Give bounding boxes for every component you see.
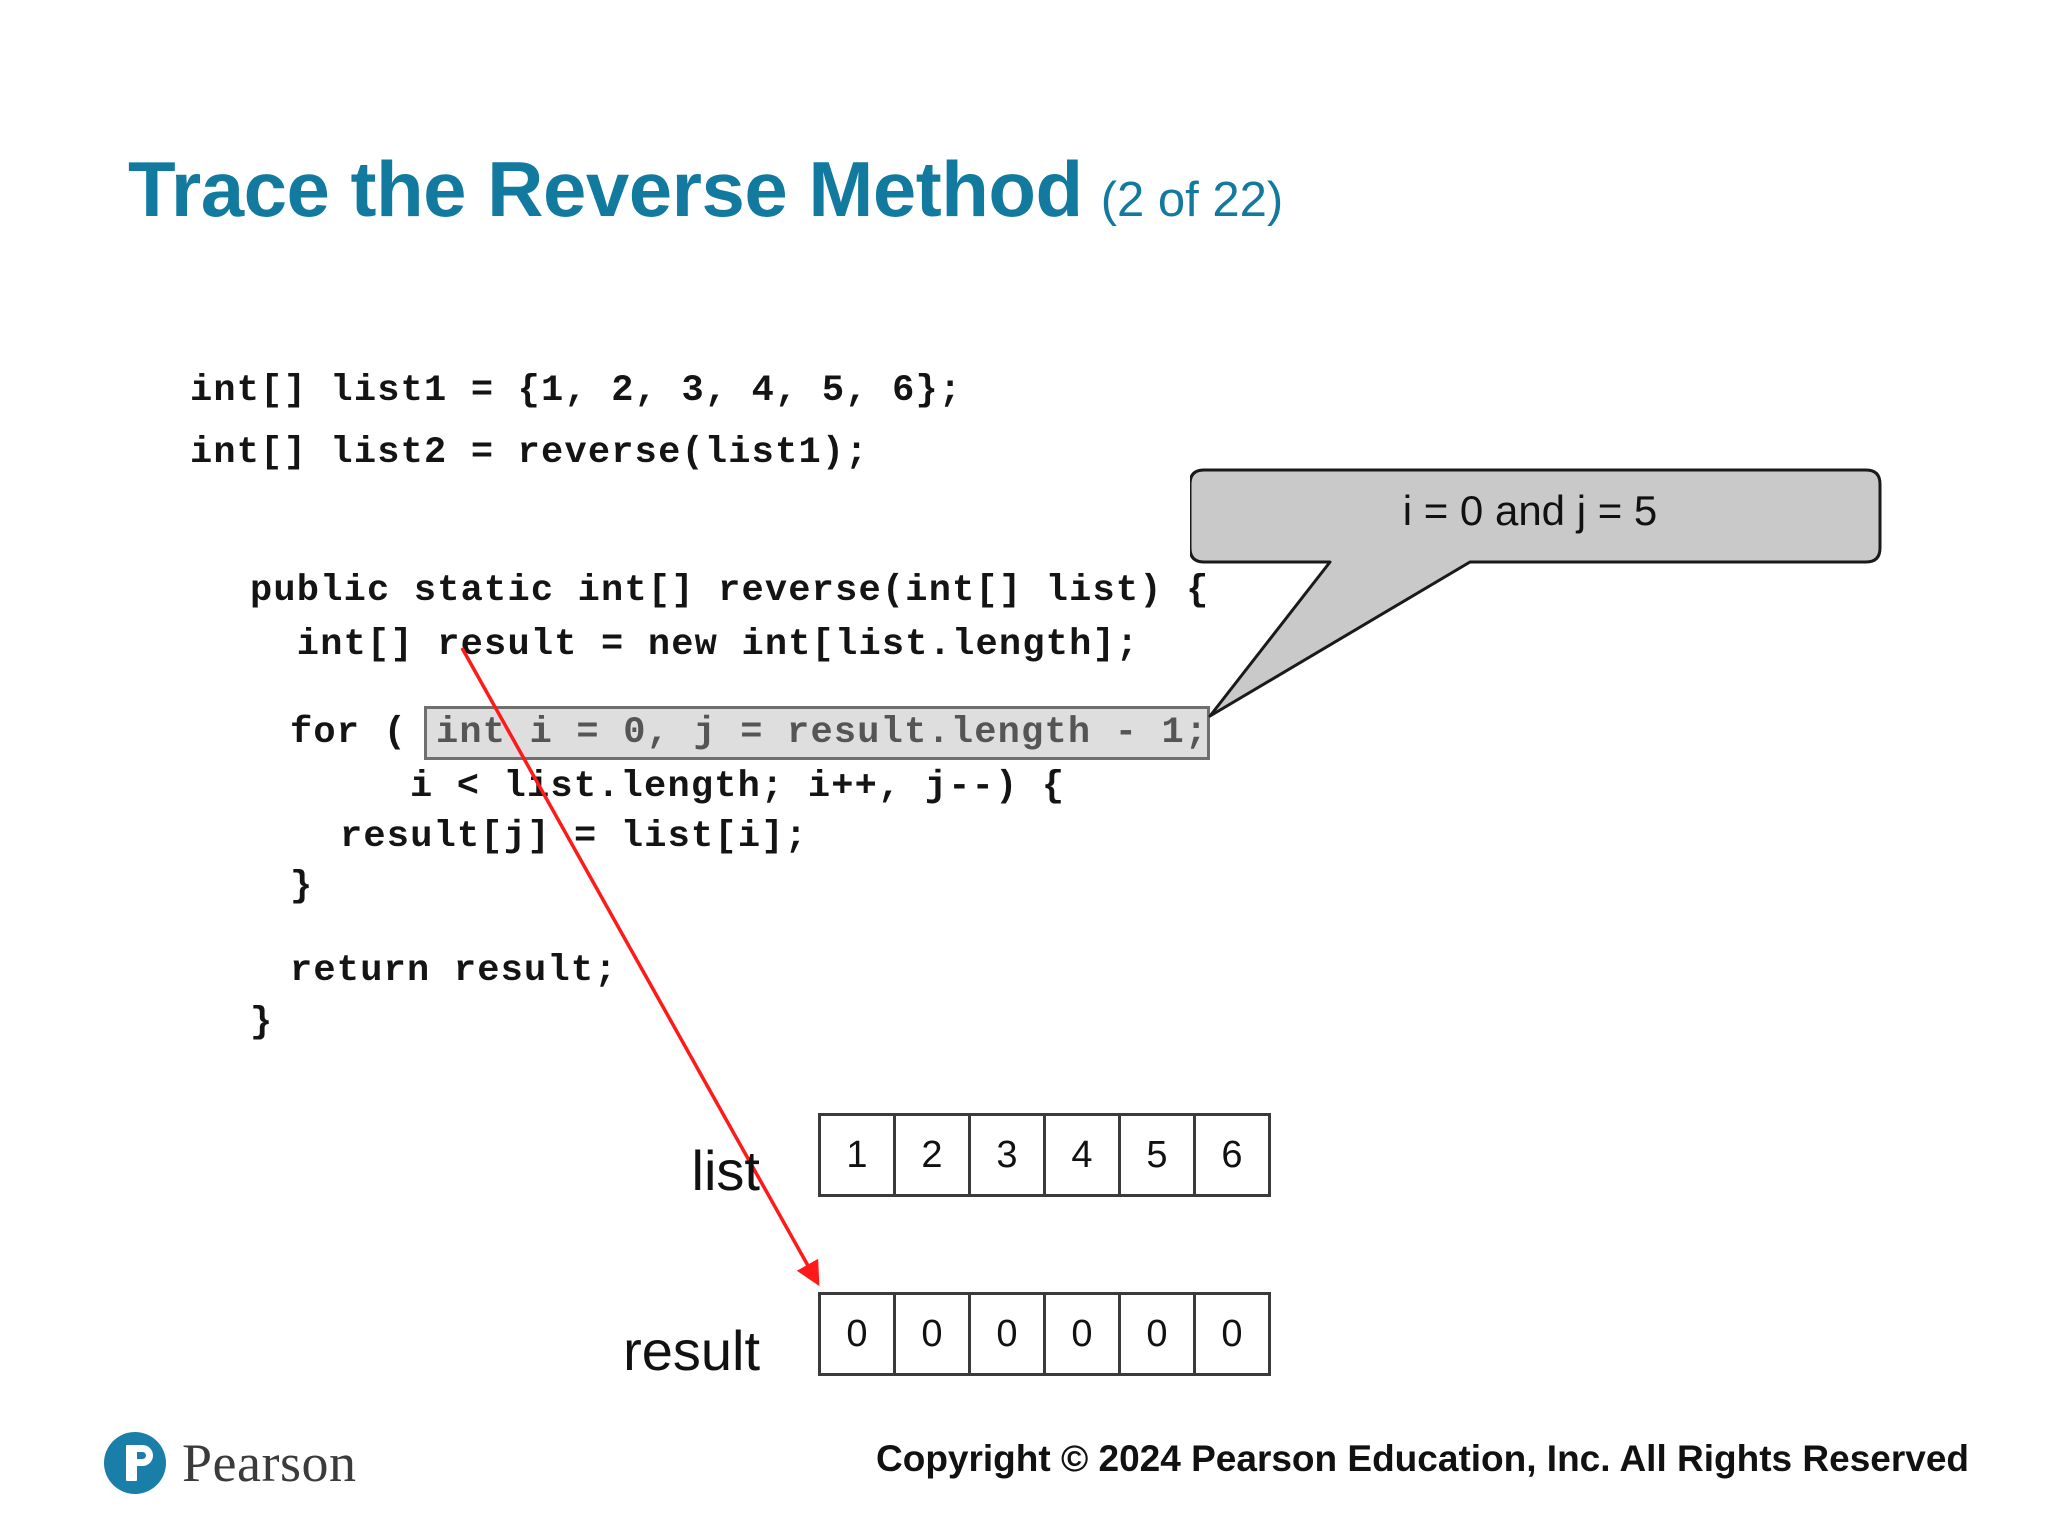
for-init-highlight-text: int i = 0, j = result.length - 1; [436,712,1209,754]
array-row-result: 0 0 0 0 0 0 [818,1292,1271,1376]
pearson-logo: Pearson [104,1432,356,1494]
code-line-close-method: } [250,1002,274,1044]
code-line-return: return result; [290,950,618,992]
array-cell: 6 [1193,1113,1271,1197]
page-title: Trace the Reverse Method(2 of 22) [128,150,1283,228]
pearson-logo-text: Pearson [182,1433,357,1493]
array-label-list: list [691,1139,760,1202]
array-label-result: result [623,1319,760,1382]
array-cell: 0 [818,1292,896,1376]
callout-text: i = 0 and j = 5 [1402,487,1658,534]
code-line-declare-list1: int[] list1 = {1, 2, 3, 4, 5, 6}; [190,370,963,412]
array-cell: 0 [1118,1292,1196,1376]
code-line-declare-list2: int[] list2 = reverse(list1); [190,432,869,474]
array-cell: 0 [893,1292,971,1376]
array-cell: 2 [893,1113,971,1197]
title-subtitle-text: (2 of 22) [1100,173,1284,227]
array-cell: 3 [968,1113,1046,1197]
code-line-for-keyword: for ( [290,712,408,754]
for-init-highlight-box [424,706,1210,760]
code-line-method-signature: public static int[] reverse(int[] list) … [250,570,1210,612]
code-line-for-condition: i < list.length; i++, j--) { [410,766,1066,808]
copyright-notice: Copyright © 2024 Pearson Education, Inc.… [876,1438,1969,1479]
code-line-close-for: } [290,866,314,908]
array-cell: 5 [1118,1113,1196,1197]
code-line-assign-result: result[j] = list[i]; [340,816,809,858]
array-row-list: 1 2 3 4 5 6 [818,1113,1271,1197]
title-main-text: Trace the Reverse Method [128,145,1083,233]
array-cell: 0 [1043,1292,1121,1376]
array-cell: 4 [1043,1113,1121,1197]
code-line-declare-result: int[] result = new int[list.length]; [250,624,1140,666]
array-cell: 0 [1193,1292,1271,1376]
array-cell: 0 [968,1292,1046,1376]
callout-balloon [1190,468,1882,718]
array-cell: 1 [818,1113,896,1197]
pearson-p-icon [104,1432,166,1494]
